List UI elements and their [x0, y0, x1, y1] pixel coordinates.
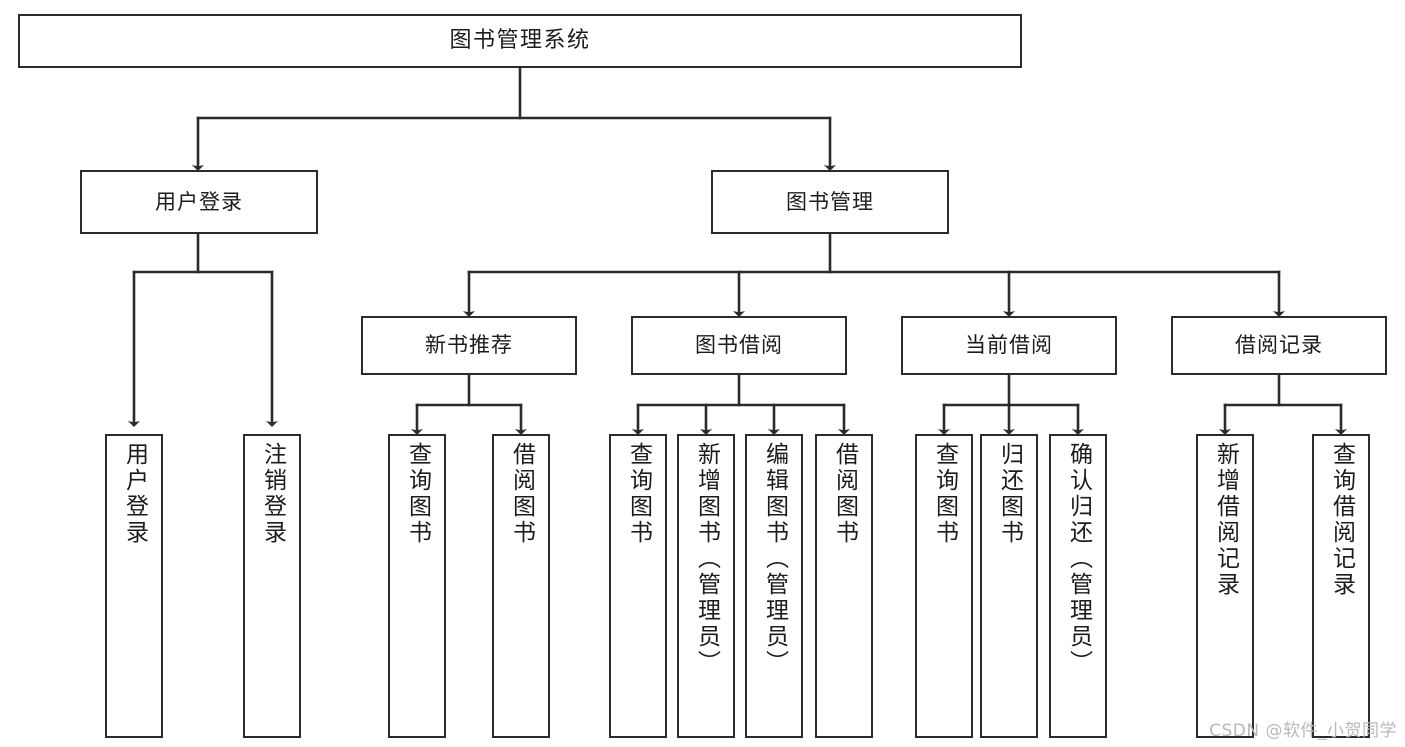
- node-leaf-borrow-book-1-label: 借阅图书: [508, 442, 535, 546]
- node-leaf-user-login[interactable]: 用户登录: [105, 434, 163, 738]
- node-leaf-return-book-label: 归还图书: [996, 442, 1023, 546]
- node-new-book-recommend[interactable]: 新书推荐: [361, 316, 577, 375]
- node-book-borrow[interactable]: 图书借阅: [631, 316, 847, 375]
- node-borrow-record[interactable]: 借阅记录: [1171, 316, 1387, 375]
- node-leaf-user-login-label: 用户登录: [121, 442, 148, 546]
- node-leaf-logout[interactable]: 注销登录: [243, 434, 301, 738]
- node-user-login-label: 用户登录: [155, 189, 243, 214]
- node-leaf-return-book[interactable]: 归还图书: [980, 434, 1038, 738]
- watermark: CSDN @软件_小贺同学: [1209, 721, 1397, 741]
- node-root[interactable]: 图书管理系统: [18, 14, 1022, 68]
- node-new-book-recommend-label: 新书推荐: [425, 333, 513, 358]
- node-leaf-add-book[interactable]: 新增图书（管理员）: [677, 434, 735, 738]
- node-current-borrow-label: 当前借阅: [965, 333, 1053, 358]
- node-leaf-query-book-3-label: 查询图书: [931, 442, 958, 546]
- node-leaf-borrow-book-2[interactable]: 借阅图书: [815, 434, 873, 738]
- node-borrow-record-label: 借阅记录: [1235, 333, 1323, 358]
- node-leaf-edit-book-label: 编辑图书（管理员）: [761, 442, 788, 676]
- node-leaf-query-book-1[interactable]: 查询图书: [388, 434, 446, 738]
- node-leaf-borrow-book-1[interactable]: 借阅图书: [492, 434, 550, 738]
- node-leaf-add-record[interactable]: 新增借阅记录: [1196, 434, 1254, 738]
- node-leaf-add-record-label: 新增借阅记录: [1212, 442, 1239, 598]
- node-root-label: 图书管理系统: [449, 28, 591, 54]
- node-leaf-query-record-label: 查询借阅记录: [1328, 442, 1355, 598]
- node-leaf-query-record[interactable]: 查询借阅记录: [1312, 434, 1370, 738]
- node-leaf-borrow-book-2-label: 借阅图书: [831, 442, 858, 546]
- node-leaf-confirm-return[interactable]: 确认归还（管理员）: [1049, 434, 1107, 738]
- node-user-login[interactable]: 用户登录: [80, 170, 318, 234]
- node-book-borrow-label: 图书借阅: [695, 333, 783, 358]
- node-current-borrow[interactable]: 当前借阅: [901, 316, 1117, 375]
- node-book-manage[interactable]: 图书管理: [711, 170, 949, 234]
- node-leaf-logout-label: 注销登录: [259, 442, 286, 546]
- node-leaf-query-book-2-label: 查询图书: [625, 442, 652, 546]
- node-leaf-query-book-2[interactable]: 查询图书: [609, 434, 667, 738]
- node-leaf-add-book-label: 新增图书（管理员）: [693, 442, 720, 676]
- node-leaf-confirm-return-label: 确认归还（管理员）: [1065, 442, 1092, 676]
- node-leaf-edit-book[interactable]: 编辑图书（管理员）: [745, 434, 803, 738]
- node-leaf-query-book-1-label: 查询图书: [404, 442, 431, 546]
- node-leaf-query-book-3[interactable]: 查询图书: [915, 434, 973, 738]
- node-book-manage-label: 图书管理: [786, 189, 874, 214]
